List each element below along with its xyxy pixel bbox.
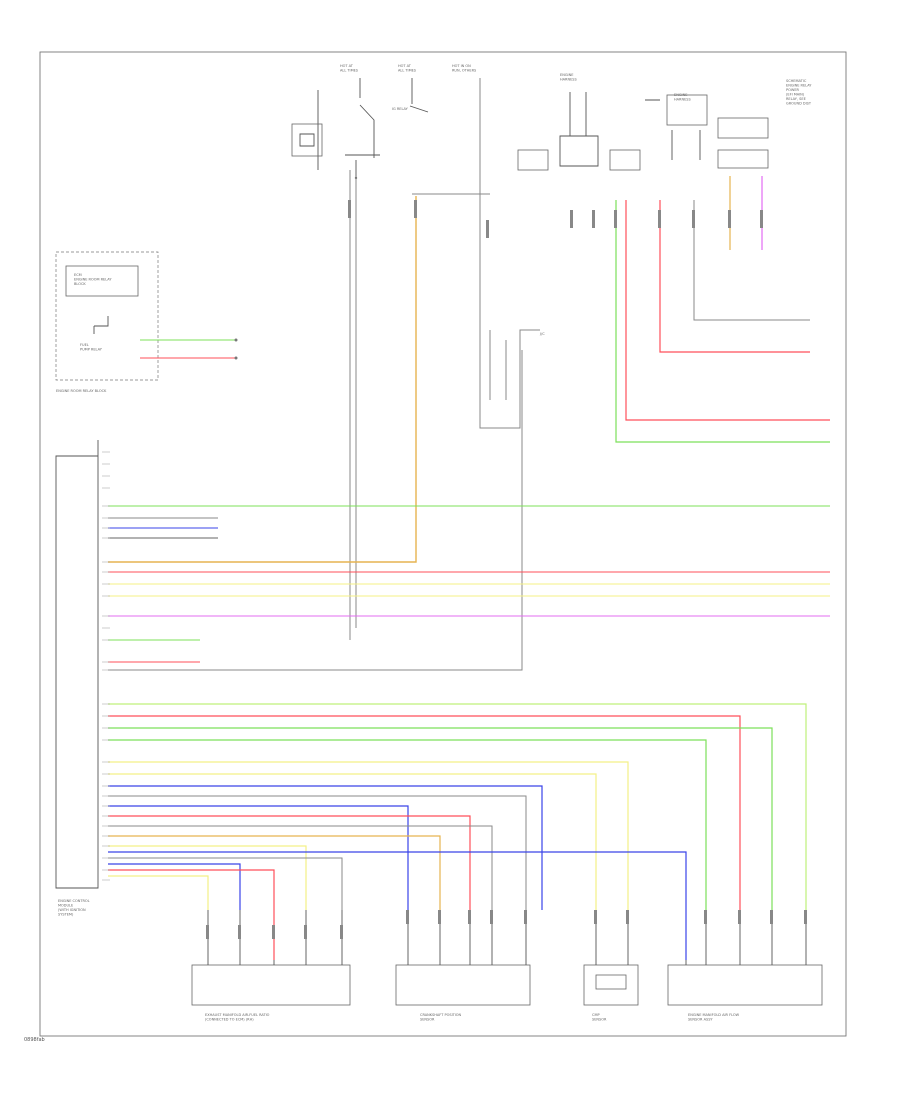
sensor-block-1: EXHAUST MANIFOLD AIR-FUEL RATIO(CONNECTE… xyxy=(191,910,351,1022)
connector-markers xyxy=(206,200,807,939)
figure-id: 0898fab xyxy=(24,1037,45,1043)
svg-text:J/C: J/C xyxy=(539,332,545,336)
ecm-pins xyxy=(102,451,110,881)
ecm-wires xyxy=(108,505,830,960)
relay-box-footer: ENGINE ROOM RELAY BLOCK xyxy=(56,389,107,393)
svg-text:IG RELAY: IG RELAY xyxy=(392,107,409,111)
wire-orange-main xyxy=(108,196,417,563)
sensor-1-label: EXHAUST MANIFOLD AIR-FUEL RATIO(CONNECTE… xyxy=(205,1013,270,1022)
junction-connector: J/C xyxy=(108,320,545,671)
diagram-frame xyxy=(39,51,847,1037)
